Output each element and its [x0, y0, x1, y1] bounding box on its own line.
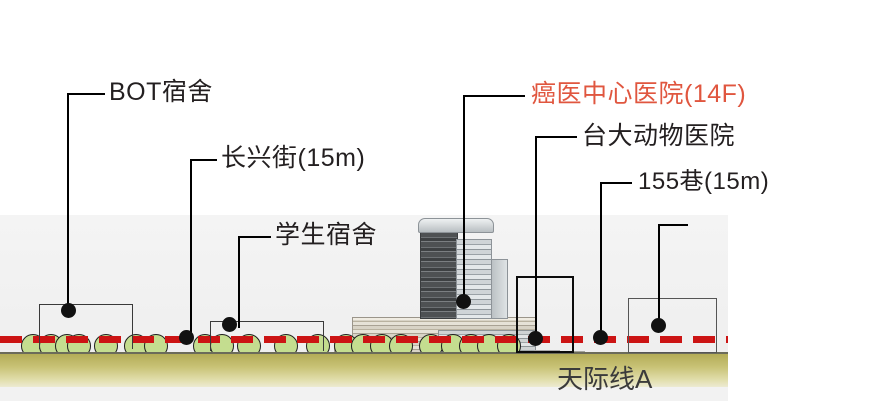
building-tower-cap	[418, 218, 494, 233]
ground-band	[0, 352, 728, 389]
lane-155-extent-box	[628, 298, 717, 353]
leader-line-bot-dorm-horizontal	[67, 93, 105, 95]
leader-line-lane155-horizontal	[600, 182, 632, 184]
leader-line-animal-hospital-horizontal	[535, 136, 577, 138]
leader-line-right-box-horizontal	[658, 224, 688, 226]
skyline-a-caption: 天际线A	[557, 364, 653, 394]
label-cancer-hospital: 癌医中心医院(14F)	[531, 80, 747, 108]
ntu-animal-hospital-extent-box	[516, 276, 574, 353]
label-changxing-street: 长兴街(15m)	[221, 144, 366, 172]
anchor-dot-right-box	[651, 318, 666, 333]
anchor-dot-cancer-hospital	[456, 294, 471, 309]
leader-line-right-box-vertical	[658, 224, 660, 330]
leader-line-cancer-hospital-horizontal	[463, 95, 525, 97]
anchor-dot-animal-hospital	[528, 331, 543, 346]
anchor-dot-bot-dorm	[61, 303, 76, 318]
leader-line-bot-dorm-vertical	[67, 93, 69, 315]
leader-line-changxing-horizontal	[190, 159, 217, 161]
anchor-dot-lane155	[593, 330, 608, 345]
student-dorm-extent-box	[210, 321, 324, 351]
streetscape-panel	[0, 215, 728, 401]
leader-line-student-dorm-horizontal	[238, 236, 271, 238]
bot-dorm-extent-box	[39, 304, 133, 349]
leader-line-animal-hospital-vertical	[535, 136, 537, 342]
anchor-dot-student-dorm	[222, 317, 237, 332]
leader-line-lane155-vertical	[600, 182, 602, 341]
anchor-dot-changxing-street	[179, 330, 194, 345]
label-lane-155: 155巷(15m)	[638, 168, 770, 195]
panel-footer-band	[0, 387, 728, 401]
building-tower-side	[490, 259, 508, 319]
label-bot-dorm: BOT宿舍	[109, 78, 213, 106]
label-animal-hospital: 台大动物医院	[582, 122, 736, 150]
label-student-dorm: 学生宿舍	[275, 221, 378, 249]
leader-line-student-dorm-vertical	[238, 236, 240, 328]
building-tower-dark	[420, 231, 458, 319]
leader-line-changxing-vertical	[190, 159, 192, 340]
skyline-control-line	[0, 336, 728, 343]
leader-line-cancer-hospital-vertical	[463, 95, 465, 303]
